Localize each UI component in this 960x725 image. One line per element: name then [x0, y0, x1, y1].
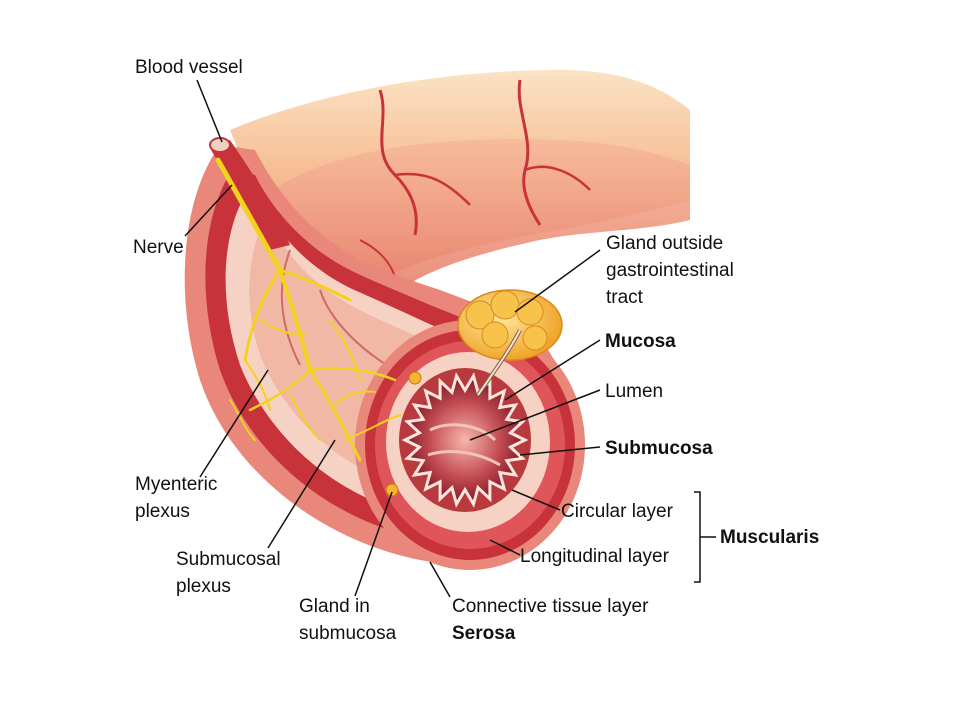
leader-lines — [184, 79, 716, 598]
label-circular-layer: Circular layer — [561, 501, 673, 522]
lumen-shape — [401, 372, 529, 508]
label-gland-outside-line3: tract — [606, 287, 643, 308]
label-serosa: Serosa — [452, 623, 516, 644]
label-nerve: Nerve — [133, 237, 184, 258]
label-longitudinal-layer: Longitudinal layer — [520, 546, 669, 567]
label-lumen: Lumen — [605, 381, 664, 402]
label-blood-vessel: Blood vessel — [135, 57, 243, 78]
label-myenteric-line1: Myenteric — [135, 474, 218, 495]
label-gland-submucosa-line2: submucosa — [299, 623, 397, 644]
label-mucosa: Mucosa — [605, 331, 676, 352]
label-muscularis: Muscularis — [720, 527, 820, 548]
label-gland-outside-line2: gastrointestinal — [606, 260, 734, 281]
label-connective-tissue: Connective tissue layer — [452, 596, 649, 617]
label-submucosa: Submucosa — [605, 438, 713, 459]
gland-in-submucosa — [385, 371, 422, 497]
gland-outside-gi-tract — [457, 289, 563, 397]
blood-vessel-and-nerve — [209, 137, 290, 273]
nerve-plexus — [229, 268, 401, 462]
label-gland-outside-line1: Gland outside — [606, 233, 724, 254]
label-gland-submucosa-line1: Gland in — [299, 596, 370, 617]
label-submucosal-line1: Submucosal — [176, 549, 281, 570]
cross-section — [355, 320, 585, 570]
label-myenteric-line2: plexus — [135, 501, 190, 522]
label-submucosal-line2: plexus — [176, 576, 231, 597]
